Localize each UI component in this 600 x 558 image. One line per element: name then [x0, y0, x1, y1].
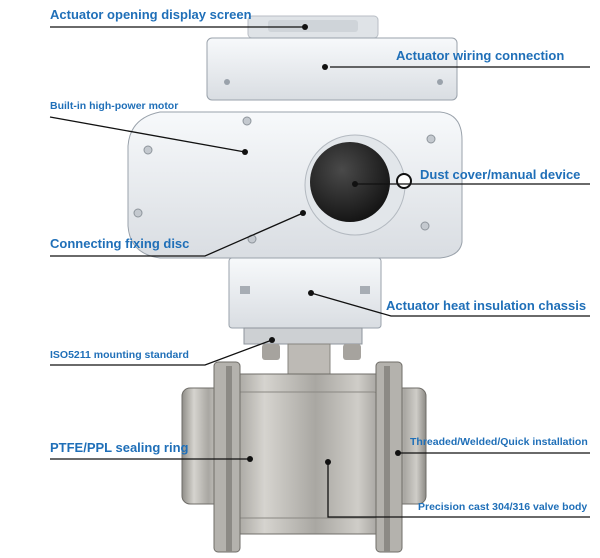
dot-installation: [395, 450, 401, 456]
dot-sealing: [247, 456, 253, 462]
label-wiring-connection: Actuator wiring connection: [396, 48, 565, 63]
label-fixing-disc: Connecting fixing disc: [50, 236, 190, 251]
label-installation: Threaded/Welded/Quick installation: [410, 436, 588, 448]
label-high-power-motor: Built-in high-power motor: [50, 100, 179, 112]
dot-chassis: [308, 290, 314, 296]
dot-wiring: [322, 64, 328, 70]
leader-valve-body: [327, 462, 590, 518]
dot-fixing-disc: [300, 210, 306, 216]
leader-dots: [242, 24, 401, 465]
display-screen: [247, 15, 379, 39]
dot-iso: [269, 337, 275, 343]
iso-mounting-bracket: [243, 327, 363, 379]
leader-iso: [50, 339, 273, 366]
leader-chassis: [310, 292, 590, 317]
label-dust-cover: Dust cover/manual device: [420, 167, 581, 182]
label-heat-chassis: Actuator heat insulation chassis: [386, 298, 587, 313]
valve-body: [181, 361, 427, 553]
leader-motor: [49, 116, 246, 153]
leader-lines: [49, 26, 590, 518]
label-valve-body: Precision cast 304/316 valve body: [418, 501, 588, 513]
leader-fixing-disc: [50, 212, 304, 257]
heat-insulation-chassis: [228, 257, 382, 329]
dot-dust-cover: [352, 181, 358, 187]
label-sealing-ring: PTFE/PPL sealing ring: [50, 440, 189, 455]
dot-motor: [242, 149, 248, 155]
label-opening-display: Actuator opening display screen: [50, 7, 252, 22]
dot-valve-body: [325, 459, 331, 465]
label-iso-mounting: ISO5211 mounting standard: [50, 349, 189, 361]
actuator-top-cover: [206, 37, 458, 101]
dot-display: [302, 24, 308, 30]
